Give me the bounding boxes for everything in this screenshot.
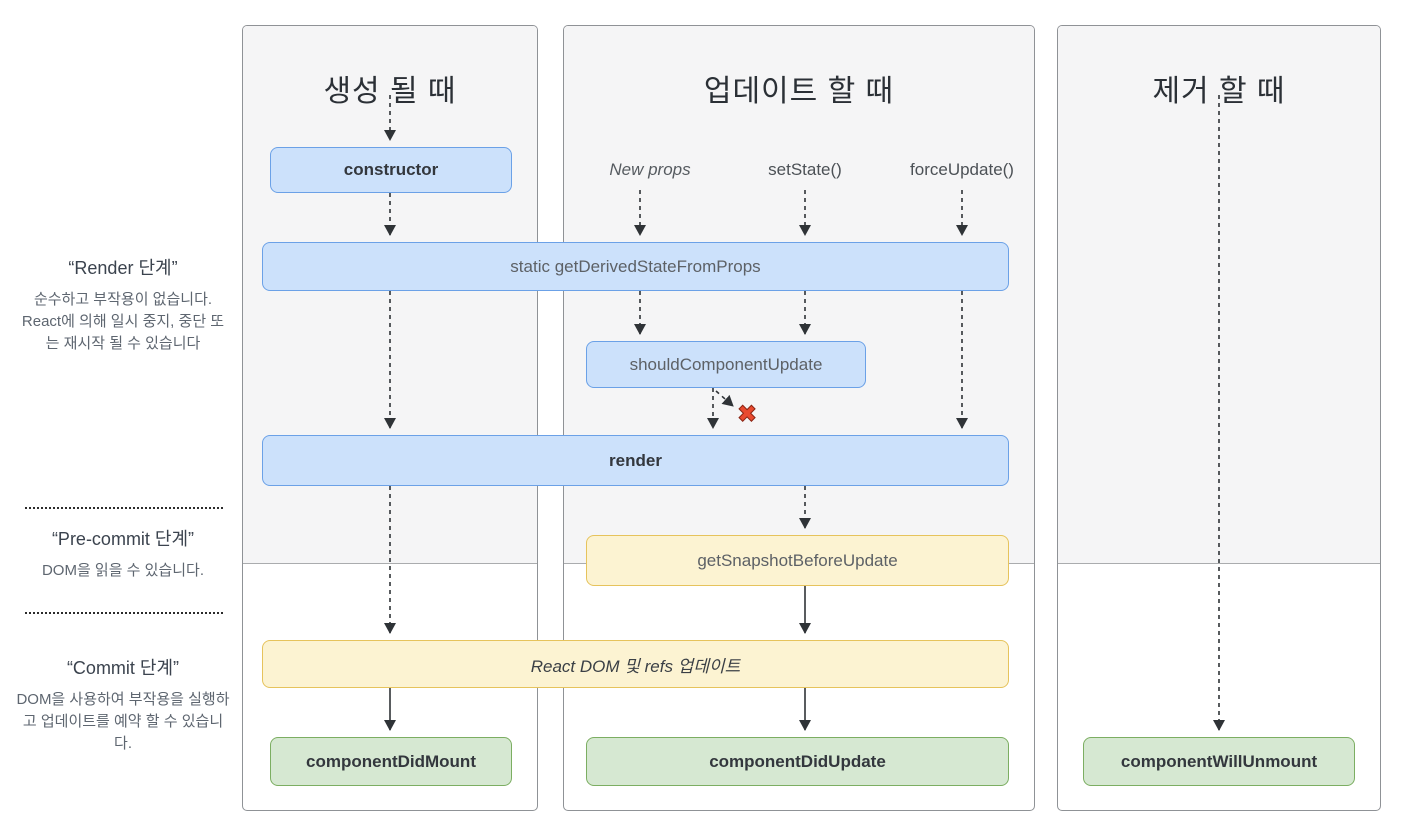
phase-precommit: “Pre-commit 단계” DOM을 읽을 수 있습니다. <box>16 525 230 582</box>
lifecycle-box-getsnapshotbeforeupdate: getSnapshotBeforeUpdate <box>586 535 1009 586</box>
phase-precommit-description: DOM을 읽을 수 있습니다. <box>41 562 205 579</box>
lifecycle-box-render: render <box>262 435 1009 486</box>
phase-precommit-title: “Pre-commit 단계” <box>51 529 195 549</box>
trigger-new-props: New props <box>609 160 691 179</box>
lifecycle-box-react-dom-refs-update: React DOM 및 refs 업데이트 <box>262 640 1009 688</box>
lifecycle-box-componentdidmount: componentDidMount <box>270 737 512 786</box>
dotted-divider <box>25 612 223 614</box>
panel-mounting: 생성 될 때 <box>242 25 538 811</box>
lifecycle-box-componentwillunmount: componentWillUnmount <box>1083 737 1355 786</box>
lifecycle-box-componentdidupdate: componentDidUpdate <box>586 737 1009 786</box>
phase-commit: “Commit 단계” DOM을 사용하여 부작용을 실행하고 업데이트를 예약… <box>16 654 230 754</box>
panel-unmounting: 제거 할 때 <box>1057 25 1381 811</box>
trigger-force-update: forceUpdate() <box>910 160 1014 179</box>
panel-unmounting-title: 제거 할 때 <box>1152 75 1286 108</box>
phase-render: “Render 단계” 순수하고 부작용이 없습니다. React에 의해 일시… <box>16 254 230 354</box>
panel-updating-title: 업데이트 할 때 <box>703 75 895 108</box>
trigger-set-state: setState() <box>768 160 842 179</box>
phase-commit-description: DOM을 사용하여 부작용을 실행하고 업데이트를 예약 할 수 있습니다. <box>16 691 230 752</box>
panel-updating: 업데이트 할 때 <box>563 25 1035 811</box>
lifecycle-box-getderivedstatefromprops: static getDerivedStateFromProps <box>262 242 1009 291</box>
panel-mounting-title: 생성 될 때 <box>323 75 457 108</box>
lifecycle-box-shouldcomponentupdate: shouldComponentUpdate <box>586 341 866 388</box>
phase-render-description: 순수하고 부작용이 없습니다. React에 의해 일시 중지, 중단 또는 재… <box>21 291 225 352</box>
phase-commit-title: “Commit 단계” <box>66 658 180 678</box>
lifecycle-box-constructor: constructor <box>270 147 512 193</box>
update-blocked-x-icon: ✖ <box>736 401 758 429</box>
phase-render-title: “Render 단계” <box>68 258 178 278</box>
dotted-divider <box>25 507 223 509</box>
